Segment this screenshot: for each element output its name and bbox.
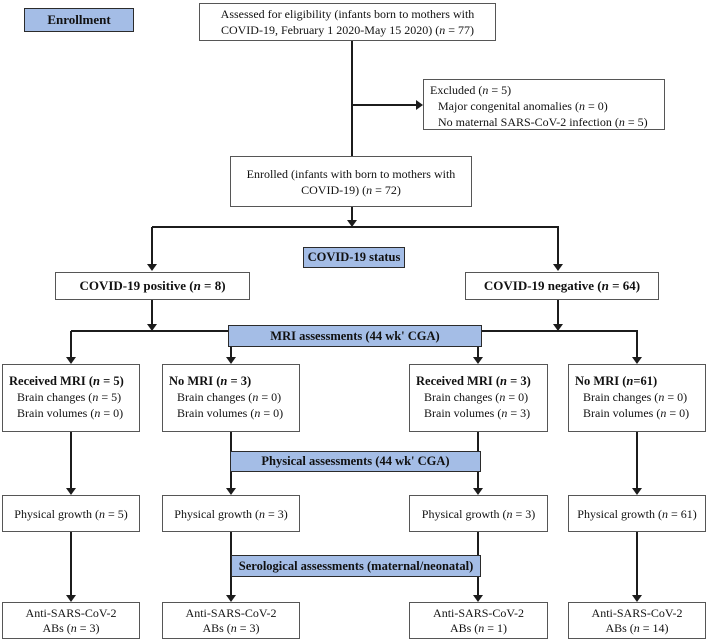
excluded-title: Excluded (n = 5) (430, 83, 512, 97)
serological-assessments-band: Serological assessments (maternal/neonat… (231, 555, 481, 577)
abs-line-2: ABs (n = 3) (42, 620, 100, 635)
connector-assessed-to-enrolled (351, 41, 353, 156)
abs-line-2: ABs (n = 3) (202, 620, 260, 635)
covid-negative-box: COVID-19 negative (n = 64) (465, 272, 659, 300)
mri-assessments-label: MRI assessments (44 wk' CGA) (270, 328, 440, 343)
serological-assessments-label: Serological assessments (maternal/neonat… (238, 558, 474, 573)
connector-to-abs-2 (230, 532, 232, 595)
arrowhead-abs-1 (66, 595, 76, 602)
arrowhead-abs-3 (473, 595, 483, 602)
excluded-reason-2: No maternal SARS-CoV-2 infection (n = 5) (438, 115, 648, 129)
mri-box-positive-none: No MRI (n = 3) Brain changes (n = 0) Bra… (162, 364, 300, 432)
arrowhead-growth-3 (473, 488, 483, 495)
abs-line-1: Anti-SARS-CoV-2 (185, 605, 277, 620)
assessed-line-1: Assessed for eligibility (infants born t… (220, 7, 475, 21)
mri-box-positive-received: Received MRI (n = 5) Brain changes (n = … (2, 364, 140, 432)
connector-to-positive (151, 227, 153, 264)
arrowhead-excluded (416, 100, 423, 110)
mri-box-line: Brain volumes (n = 0) (17, 406, 124, 420)
mri-box-title: No MRI (n=61) (575, 374, 658, 388)
connector-to-abs-1 (70, 532, 72, 595)
connector-to-excluded (352, 104, 416, 106)
growth-label: Physical growth (n = 3) (421, 506, 536, 521)
connector-positive-out (151, 300, 153, 324)
connector-to-growth-4 (636, 432, 638, 488)
arrowhead-mri-line-right (553, 324, 563, 331)
arrowhead-mri-4 (632, 357, 642, 364)
enrollment-band: Enrollment (24, 8, 134, 32)
arrowhead-abs-4 (632, 595, 642, 602)
abs-line-2: ABs (n = 14) (605, 620, 669, 635)
connector-to-mri-1 (70, 331, 72, 357)
mri-box-line: Brain volumes (n = 0) (583, 406, 690, 420)
mri-box-title: Received MRI (n = 3) (416, 374, 531, 388)
abs-box-2: Anti-SARS-CoV-2 ABs (n = 3) (162, 602, 300, 639)
covid-negative-label: COVID-19 negative (n = 64) (483, 278, 641, 293)
mri-box-negative-received: Received MRI (n = 3) Brain changes (n = … (409, 364, 548, 432)
physical-assessments-label: Physical assessments (44 wk' CGA) (261, 454, 450, 468)
connector-to-negative (557, 227, 559, 264)
growth-box-3: Physical growth (n = 3) (409, 495, 548, 532)
assessed-line-2: COVID-19, February 1 2020-May 15 2020) (… (220, 23, 475, 37)
abs-line-1: Anti-SARS-CoV-2 (591, 605, 683, 620)
connector-negative-out (557, 300, 559, 324)
connector-to-abs-4 (636, 532, 638, 595)
abs-box-1: Anti-SARS-CoV-2 ABs (n = 3) (2, 602, 140, 639)
mri-box-line: Brain volumes (n = 3) (424, 406, 531, 420)
physical-assessments-band: Physical assessments (44 wk' CGA) (230, 451, 481, 472)
growth-label: Physical growth (n = 5) (14, 506, 128, 521)
covid-positive-label: COVID-19 positive (n = 8) (79, 278, 226, 293)
arrowhead-positive (147, 264, 157, 271)
enrollment-label: Enrollment (47, 12, 111, 27)
arrowhead-mri-2 (226, 357, 236, 364)
mri-box-line: Brain changes (n = 5) (17, 390, 122, 404)
connector-split-line (152, 226, 559, 228)
connector-enrolled-out (351, 207, 353, 221)
abs-line-2: ABs (n = 1) (449, 620, 508, 635)
excluded-box: Excluded (n = 5) Major congenital anomal… (423, 79, 665, 130)
mri-box-line: Brain volumes (n = 0) (177, 406, 284, 420)
covid-positive-box: COVID-19 positive (n = 8) (55, 272, 250, 300)
covid-status-band: COVID-19 status (303, 247, 405, 268)
assessed-box: Assessed for eligibility (infants born t… (199, 3, 496, 41)
connector-to-growth-1 (70, 432, 72, 488)
growth-box-2: Physical growth (n = 3) (162, 495, 300, 532)
connector-to-mri-4 (636, 331, 638, 357)
mri-box-title: Received MRI (n = 5) (9, 374, 124, 388)
mri-box-line: Brain changes (n = 0) (424, 390, 529, 404)
mri-box-line: Brain changes (n = 0) (583, 390, 688, 404)
abs-line-1: Anti-SARS-CoV-2 (25, 605, 117, 620)
enrolled-line-1: Enrolled (infants with born to mothers w… (246, 166, 456, 181)
mri-box-negative-none: No MRI (n=61) Brain changes (n = 0) Brai… (568, 364, 706, 432)
arrowhead-mri-3 (473, 357, 483, 364)
abs-box-4: Anti-SARS-CoV-2 ABs (n = 14) (568, 602, 706, 639)
growth-box-4: Physical growth (n = 61) (568, 495, 706, 532)
growth-box-1: Physical growth (n = 5) (2, 495, 140, 532)
mri-box-title: No MRI (n = 3) (169, 374, 252, 388)
arrowhead-abs-2 (226, 595, 236, 602)
arrowhead-mri-1 (66, 357, 76, 364)
covid-status-label: COVID-19 status (307, 250, 401, 264)
abs-line-1: Anti-SARS-CoV-2 (433, 605, 524, 620)
excluded-reason-1: Major congenital anomalies (n = 0) (438, 99, 608, 113)
arrowhead-mri-line-left (147, 324, 157, 331)
arrowhead-growth-4 (632, 488, 642, 495)
arrowhead-negative (553, 264, 563, 271)
arrowhead-split (347, 220, 357, 227)
abs-box-3: Anti-SARS-CoV-2 ABs (n = 1) (409, 602, 548, 639)
enrolled-box: Enrolled (infants with born to mothers w… (230, 156, 472, 207)
enrolled-line-2: COVID-19) (n = 72) (301, 182, 401, 197)
growth-label: Physical growth (n = 61) (577, 506, 697, 521)
arrowhead-growth-2 (226, 488, 236, 495)
growth-label: Physical growth (n = 3) (174, 506, 288, 521)
arrowhead-growth-1 (66, 488, 76, 495)
mri-box-line: Brain changes (n = 0) (177, 390, 282, 404)
mri-assessments-band: MRI assessments (44 wk' CGA) (228, 325, 482, 347)
